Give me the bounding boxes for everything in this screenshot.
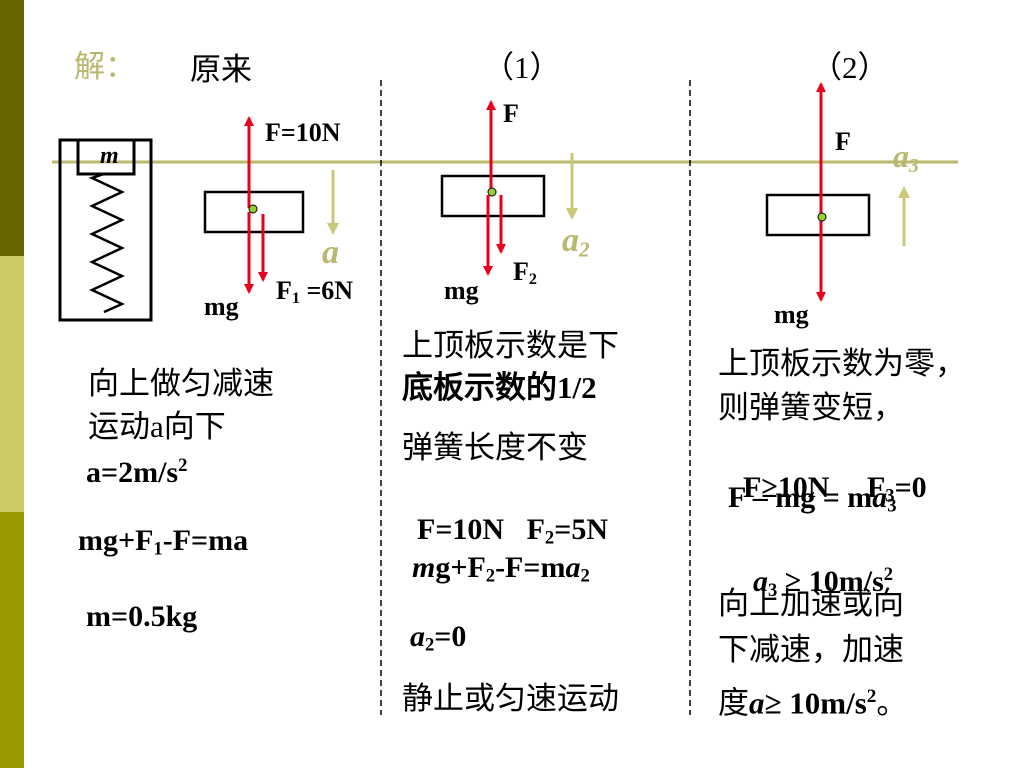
sidebar-mid bbox=[0, 512, 24, 768]
col1-result: a2=0 bbox=[410, 620, 467, 656]
f-case1-label: F bbox=[503, 99, 519, 128]
case2-label: （2） bbox=[811, 50, 889, 85]
block-case2 bbox=[765, 193, 871, 237]
accel-a-label: a bbox=[322, 234, 339, 271]
solution-label: 解： bbox=[74, 49, 136, 84]
col2-conclusion-line2: 下减速，加速 bbox=[718, 632, 904, 667]
f1-label: F1 =6N bbox=[276, 276, 354, 308]
case1-label: （1） bbox=[483, 50, 561, 85]
f2-label: F2 bbox=[513, 257, 537, 289]
col2-conclusion-line1: 向上加速或向 bbox=[718, 586, 904, 621]
mg-case1-label: mg bbox=[444, 276, 479, 305]
col1-equation: mg+F2-F=ma2 bbox=[412, 551, 590, 587]
f-original-label: F=10N bbox=[265, 118, 341, 147]
sidebar-light bbox=[0, 256, 24, 512]
col0-mass: m=0.5kg bbox=[86, 600, 198, 633]
col1-line2: 底板示数的1/2 bbox=[402, 370, 597, 405]
sidebar-dark bbox=[0, 0, 24, 256]
f-case2-label: F bbox=[835, 127, 851, 156]
spring bbox=[88, 172, 126, 314]
col2-line2: 则弹簧变短， bbox=[718, 390, 904, 425]
col1-line1: 上顶板示数是下 bbox=[402, 328, 619, 363]
elevator-box bbox=[58, 138, 153, 322]
mg-original-label: mg bbox=[204, 292, 239, 321]
center-dot bbox=[487, 187, 497, 197]
center-dot bbox=[817, 212, 827, 222]
col2-line1: 上顶板示数为零， bbox=[718, 346, 966, 381]
col1-line3: 弹簧长度不变 bbox=[402, 430, 588, 465]
col0-line2: 运动a向下 bbox=[88, 409, 226, 444]
col2-equation: F – mg = ma3 bbox=[728, 481, 897, 517]
mg-case2-label: mg bbox=[774, 300, 809, 329]
col1-forces: F=10N F2=5N bbox=[417, 513, 608, 549]
original-label: 原来 bbox=[190, 52, 252, 87]
col0-accel: a=2m/s2 bbox=[86, 455, 188, 490]
col2-conclusion-line3: 度a≥ 10m/s2。 bbox=[718, 685, 908, 721]
center-dot bbox=[248, 204, 258, 214]
col2-forces: F≥10N F3=0 bbox=[743, 471, 927, 507]
col2-inequality: a3 ≥ 10m/s2 bbox=[753, 564, 894, 601]
col0-line1: 向上做匀减速 bbox=[88, 366, 274, 401]
mass-label: m bbox=[100, 143, 119, 169]
accel-a2-label: a2 bbox=[562, 222, 590, 262]
col0-equation: mg+F1-F=ma bbox=[78, 524, 249, 560]
col1-conclusion: 静止或匀速运动 bbox=[402, 681, 619, 716]
accel-a3-label: a3 bbox=[893, 138, 919, 177]
